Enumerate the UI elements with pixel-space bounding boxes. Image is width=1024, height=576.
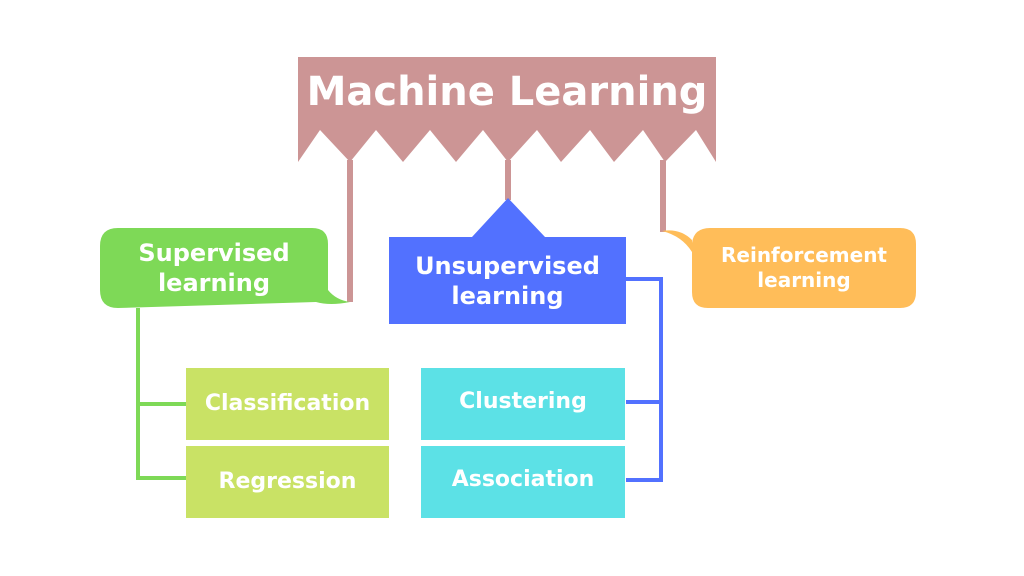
association-label: Association [451, 467, 595, 493]
unsupervised-connectors [626, 277, 663, 482]
reinforcement-node[interactable] [662, 228, 916, 308]
leaf-association[interactable] [421, 446, 625, 518]
supervised-label: Supervised learning [138, 239, 290, 297]
regression-label: Regression [218, 469, 357, 495]
root-stem-reinforcement [660, 160, 666, 232]
unsupervised-node[interactable] [389, 198, 626, 324]
clustering-label: Clustering [459, 389, 587, 415]
leaf-classification[interactable] [186, 368, 389, 440]
leaf-clustering[interactable] [421, 368, 625, 440]
leaf-regression[interactable] [186, 446, 389, 518]
reinforcement-label: Reinforcement learning [721, 243, 887, 292]
unsupervised-label: Unsupervised learning [415, 252, 600, 310]
root-stem-unsupervised [505, 160, 511, 200]
root-banner [298, 57, 716, 162]
classification-label: Classification [204, 391, 371, 417]
root-stem-supervised [347, 160, 353, 302]
supervised-connectors [136, 308, 188, 480]
root-title: Machine Learning [306, 69, 708, 115]
supervised-node[interactable] [100, 228, 350, 308]
